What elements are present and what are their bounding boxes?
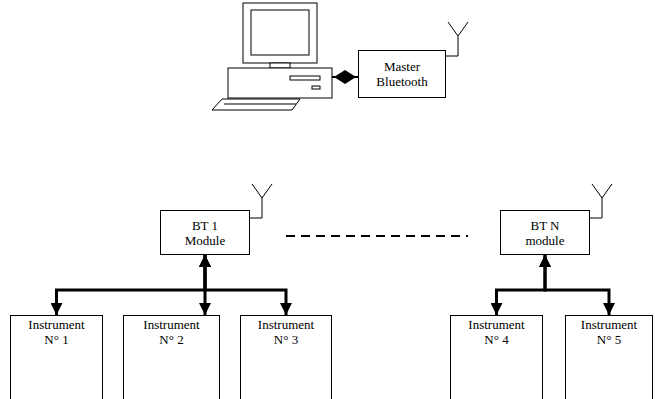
bus-connector: [205, 255, 286, 315]
bus-connector: [497, 255, 546, 315]
instrument-box: Instrument N° 3: [240, 315, 332, 399]
instrument-box: Instrument N° 4: [450, 315, 543, 399]
computer-icon: [212, 3, 332, 110]
instrument-box: Instrument N° 2: [123, 315, 220, 399]
antenna: [446, 22, 468, 56]
dashed-continuation: [286, 235, 468, 237]
serial-link: [332, 70, 358, 84]
master-box: Master Bluetooth: [358, 50, 446, 98]
box-label: Instrument N° 2: [140, 317, 204, 347]
bus-connector: [57, 255, 206, 315]
bus-connector: [545, 255, 609, 315]
module-box: BT 1 Module: [160, 210, 250, 255]
instrument-box: Instrument N° 1: [10, 315, 103, 399]
box-label: BT N module: [519, 218, 571, 248]
instrument-box: Instrument N° 5: [565, 315, 653, 399]
box-label: Master Bluetooth: [370, 59, 434, 89]
box-label: Instrument N° 5: [577, 317, 641, 347]
box-label: BT 1 Module: [179, 218, 231, 248]
module-box: BT N module: [500, 210, 590, 255]
antenna: [250, 184, 272, 218]
box-label: Instrument N° 3: [254, 317, 318, 347]
box-label: Instrument N° 4: [465, 317, 529, 347]
antenna: [590, 184, 612, 218]
box-label: Instrument N° 1: [25, 317, 89, 347]
